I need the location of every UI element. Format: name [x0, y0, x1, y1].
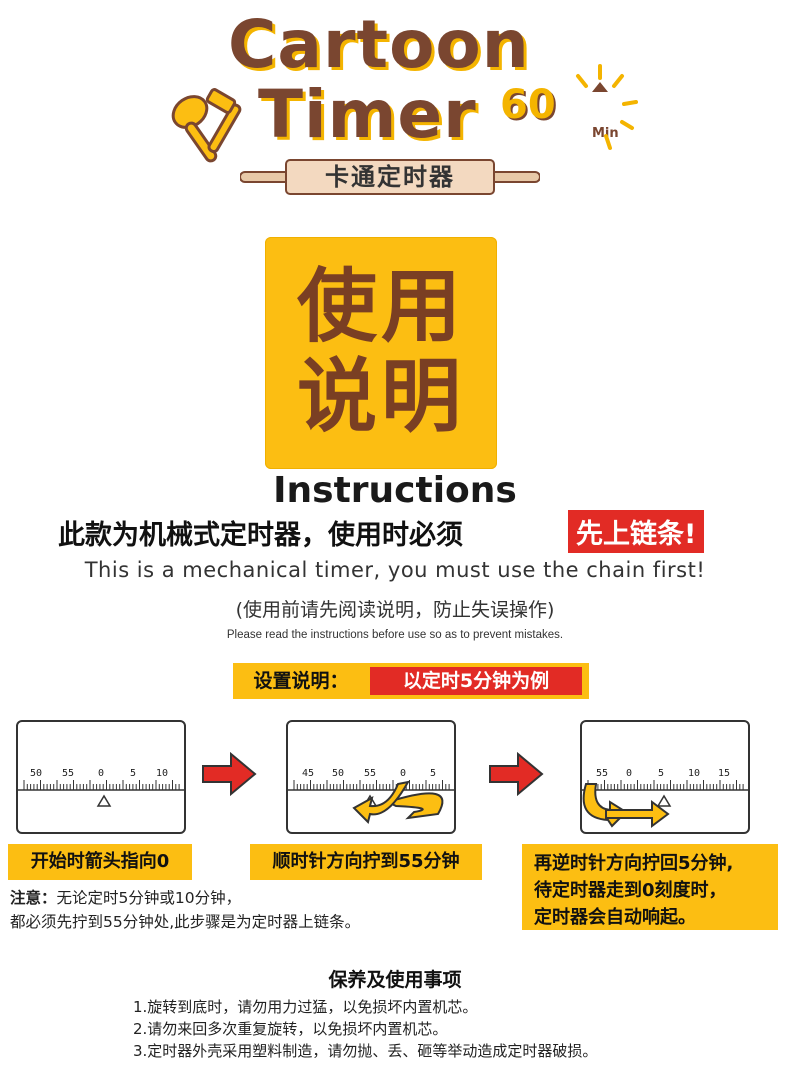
logo-min-label: Min: [592, 126, 619, 141]
step1-label: 开始时箭头指向0: [8, 844, 192, 880]
note-line1: 无论定时5分钟或10分钟，: [56, 889, 242, 907]
dial-scale-2: [288, 780, 454, 824]
pointer-triangle-icon: [656, 794, 672, 807]
setting-label: 设置说明：: [253, 670, 349, 692]
dial-tick-label: 0: [400, 768, 407, 779]
dial-tick-label: 0: [98, 768, 105, 779]
dial-tick-label: 15: [718, 768, 731, 779]
dial-scale-1: [18, 780, 184, 807]
alarm-rays-icon: [576, 64, 638, 150]
curved-arrow-icon: [385, 792, 444, 820]
dial-tick-label: 55: [364, 768, 377, 779]
instructions-badge: [265, 237, 497, 469]
dial-step2: 45 50 55 0 5: [286, 720, 456, 834]
intro-cn-main: 此款为机械式定时器，使用时必须: [58, 520, 463, 551]
instructions-heading: Instructions: [273, 470, 517, 511]
subtitle-cn: 卡通定时器: [325, 163, 455, 191]
red-arrow-icon: [202, 752, 257, 796]
care-item: 3.定时器外壳采用塑料制造，请勿抛、丢、砸等举动造成定时器破损。: [133, 1042, 598, 1060]
intro-cn-highlight: 先上链条!: [568, 510, 705, 553]
badge-line2: 说明: [297, 350, 465, 443]
step2-label: 顺时针方向拧到55分钟: [250, 844, 482, 880]
care-item: 1.旋转到底时，请勿用力过猛，以免损坏内置机芯。: [133, 998, 478, 1016]
dial-tick-label: 45: [302, 768, 315, 779]
step3-label: 再逆时针方向拧回5分钟, 待定时器走到0刻度时， 定时器会自动响起。: [522, 844, 778, 930]
step3-line3: 定时器会自动响起。: [534, 907, 696, 928]
setting-example: 以定时5分钟为例: [370, 667, 582, 695]
dial-step3: 55 0 5 10 15: [580, 720, 750, 834]
badge-line1: 使用: [297, 260, 465, 353]
dial-tick-label: 10: [688, 768, 701, 779]
pointer-triangle-icon: [96, 794, 112, 807]
step3-line1: 再逆时针方向拧回5分钟,: [534, 853, 734, 874]
dial-step1: 50 55 0 5 10: [16, 720, 186, 834]
dial-tick-label: 5: [658, 768, 665, 779]
care-title: 保养及使用事项: [328, 969, 462, 991]
step3-line2: 待定时器走到0刻度时，: [534, 880, 727, 901]
note-label: 注意：: [10, 889, 57, 907]
intro-en-note: Please read the instructions before use …: [226, 629, 564, 641]
red-arrow-icon: [489, 752, 544, 796]
dial-tick-label: 5: [430, 768, 437, 779]
care-list: 1.旋转到底时，请勿用力过猛，以免损坏内置机芯。 2.请勿来回多次重复旋转，以免…: [133, 996, 597, 1062]
note-line2: 都必须先拧到55分钟处,此步骤是为定时器上链条。: [10, 913, 361, 931]
logo-title-line2: Timer: [258, 76, 477, 153]
badge-text: 使用 说明: [265, 262, 497, 442]
logo-title-line1: Cartoon: [228, 6, 530, 83]
note: 注意：无论定时5分钟或10分钟， 都必须先拧到55分钟处,此步骤是为定时器上链条…: [10, 886, 360, 934]
care-item: 2.请勿来回多次重复旋转，以免损坏内置机芯。: [133, 1020, 448, 1038]
intro-en-main: This is a mechanical timer, you must use…: [84, 558, 706, 582]
logo-sixty: 60: [500, 82, 556, 128]
dial-tick-label: 50: [332, 768, 345, 779]
rolling-pin-icon: [240, 159, 540, 195]
dial-tick-label: 0: [626, 768, 633, 779]
dial-tick-label: 5: [130, 768, 137, 779]
dial-tick-label: 10: [156, 768, 169, 779]
dial-scale-3: [582, 780, 748, 828]
intro-cn-note: (使用前请先阅读说明，防止失误操作): [235, 599, 555, 621]
dial-tick-label: 55: [62, 768, 75, 779]
dial-tick-label: 55: [596, 768, 609, 779]
dial-tick-label: 50: [30, 768, 43, 779]
header-logo: Cartoon Timer 60 Min 卡通定时器: [0, 0, 790, 210]
spoon-fork-icon: [171, 88, 242, 163]
